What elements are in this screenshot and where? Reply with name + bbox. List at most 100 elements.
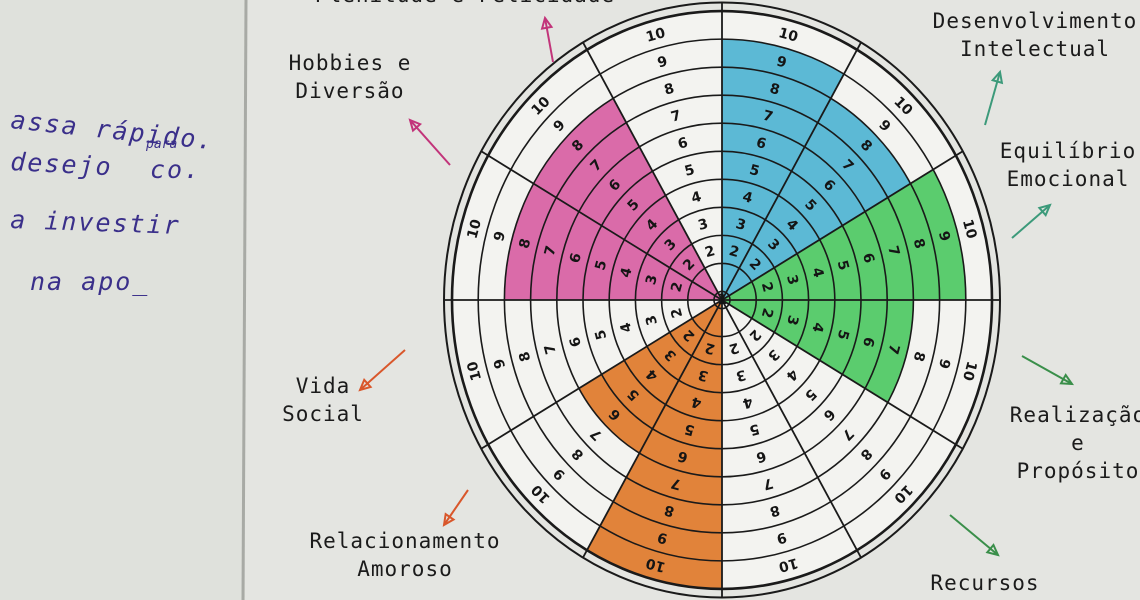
arrow-head-icon [990,69,1004,85]
area-label: Relacionamento [309,529,500,553]
arrow-head-icon [1059,373,1075,386]
ring-number: 3 [643,273,661,287]
note-line-2: desejo [10,147,114,181]
arrow-head-icon [442,512,456,527]
ring-number: 3 [734,216,748,234]
sector-divider [721,299,862,559]
area-label: Emocional [1007,167,1130,191]
ring-number: 8 [910,237,928,251]
area-label: Plenitude e Felicidade [315,0,615,7]
area-arrow [1011,204,1051,239]
ring-number: 8 [516,350,534,364]
ring-number: 9 [491,357,509,371]
ring-number: 10 [465,217,486,240]
page-fold [241,0,248,600]
ring-number: 10 [777,25,800,46]
area-label: Diversão [295,79,404,103]
ring-number: 5 [683,420,697,438]
ring-number: 3 [696,366,710,384]
ring-number: 9 [656,54,670,72]
area-arrow [544,17,554,63]
area-arrow [443,489,469,526]
sector-divider [721,150,964,301]
ring-number: 9 [491,230,509,244]
ring-number: 2 [703,339,717,357]
ring-number: 4 [741,189,755,207]
score-fill-sector [722,300,914,403]
ring-number: 6 [567,335,585,349]
ring-number: 8 [663,501,677,519]
left-page [0,0,245,600]
ring-number: 5 [834,328,852,342]
ring-number: 7 [884,244,902,258]
ring-number: 10 [644,25,667,46]
score-fill-sector [722,98,911,300]
area-label: Propósito [1017,459,1140,483]
area-label: Hobbies e [289,51,412,75]
ring-number: 6 [859,251,877,265]
ring-number: 8 [768,501,782,519]
ring-number: 7 [542,244,560,258]
ring-number: 6 [567,251,585,265]
ring-number: 7 [761,108,775,126]
area-label: Vida [296,374,351,398]
ring-number: 9 [656,528,670,546]
sector-divider [721,299,964,450]
ring-number: 8 [910,350,928,364]
ring-number: 4 [741,393,755,411]
ring-number: 6 [676,447,690,465]
ring-number: 7 [669,474,683,492]
ring-number: 7 [669,108,683,126]
ring-number: 7 [884,342,902,356]
ring-number: 3 [783,273,801,287]
ring-number: 5 [592,328,610,342]
arrow-head-icon [540,15,554,30]
ring-number: 3 [643,313,661,327]
arrow-head-icon [408,118,423,133]
ring-number: 9 [775,528,789,546]
ring-number: 9 [775,54,789,72]
ring-number: 4 [618,266,636,280]
ring-number: 7 [761,474,775,492]
score-fill-sector [578,300,722,454]
ring-number: 2 [703,243,717,261]
score-fill-sector [587,300,722,589]
area-label: Realização [1010,403,1140,427]
note-superscript: para [145,137,177,152]
area-label: Equilíbrio [1000,139,1136,163]
ring-number: 7 [542,342,560,356]
ring-number: 5 [683,162,697,180]
ring-number: 5 [748,162,762,180]
ring-number: 10 [959,359,980,382]
ring-number: 6 [676,135,690,153]
ring-number: 2 [668,306,686,320]
ring-number: 5 [592,259,610,273]
note-line-3: a investir [10,205,181,240]
area-label: e [1071,431,1085,455]
ring-number: 6 [859,335,877,349]
arrow-head-icon [358,377,373,392]
ring-number: 3 [696,216,710,234]
ring-number: 3 [734,366,748,384]
ring-number: 3 [783,313,801,327]
area-label: Social [282,402,364,426]
arrow-head-icon [1037,203,1052,217]
ring-number: 4 [808,266,826,280]
arrow-head-icon [985,543,1000,557]
ring-number: 6 [754,135,768,153]
score-fill-sector [533,98,722,300]
score-fill-sector [722,39,844,300]
ring-number: 6 [754,447,768,465]
ring-number: 5 [748,420,762,438]
ring-number: 2 [727,339,741,357]
area-labels: DesenvolvimentoIntelectualEquilíbrioEmoc… [282,0,1140,595]
ring-number: 8 [663,81,677,99]
area-label: Recursos [930,571,1039,595]
ring-number: 2 [668,280,686,294]
sector-divider [721,41,862,301]
ring-number: 2 [727,243,741,261]
ring-number: 2 [758,306,776,320]
ring-number: 8 [516,237,534,251]
area-label: Amoroso [357,557,453,581]
